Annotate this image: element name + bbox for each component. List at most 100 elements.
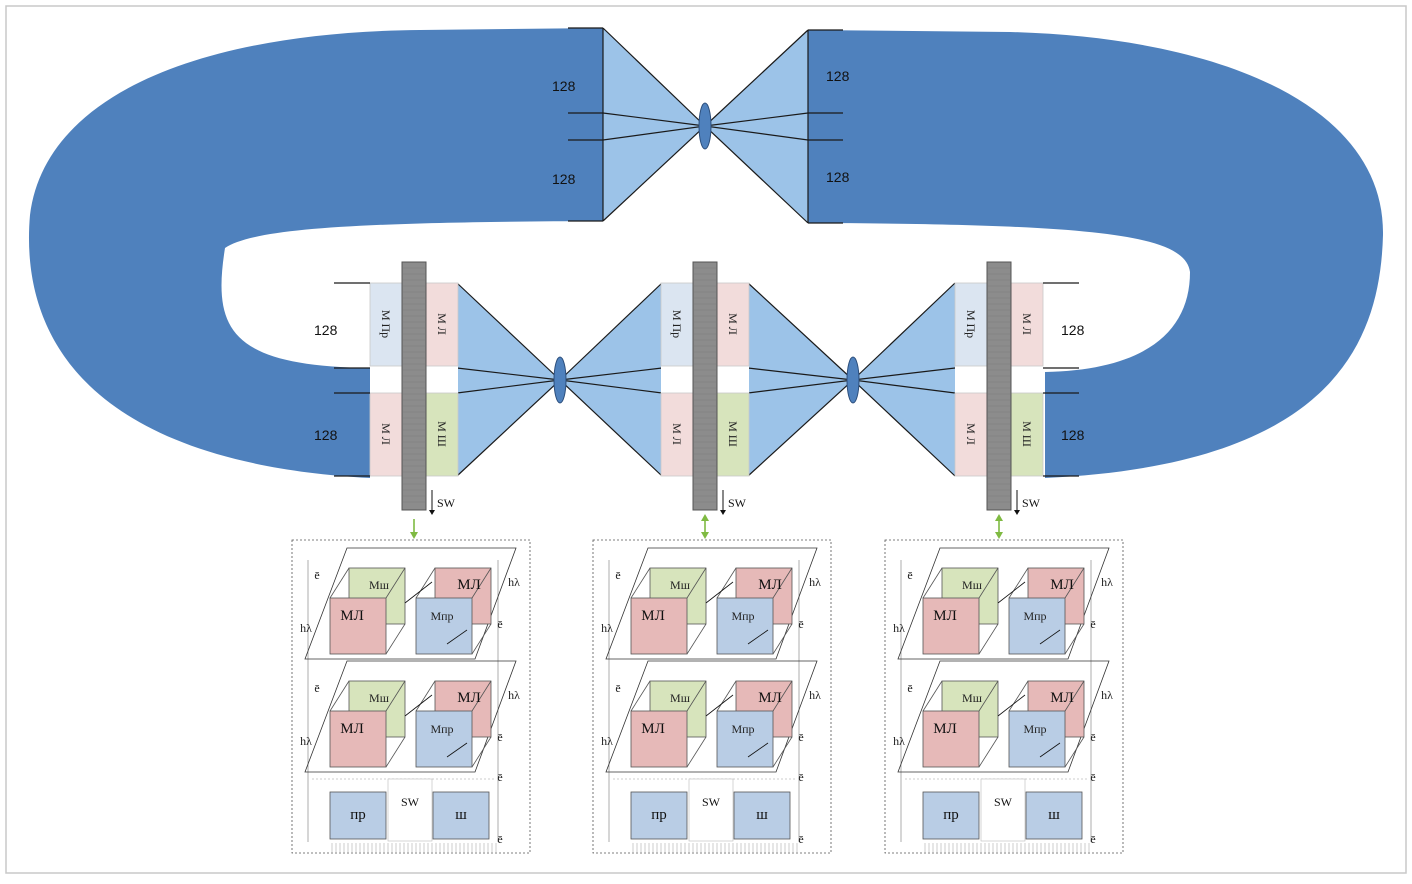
coupler-1-lens xyxy=(553,356,567,404)
box-pr-label: пр xyxy=(350,807,366,823)
e-left-label: ē xyxy=(314,681,319,695)
cube-front-right-label: Мпр xyxy=(731,609,754,623)
module-sh xyxy=(425,392,459,477)
cube-edge xyxy=(922,680,943,712)
sw-label: SW xyxy=(1022,496,1041,510)
cube-front-left xyxy=(630,597,688,655)
cube-arrow xyxy=(747,629,769,645)
link-arrow-head-down xyxy=(410,532,418,539)
box-sw xyxy=(688,778,734,842)
h-right-label: hλ xyxy=(809,688,821,702)
ring-left-arc xyxy=(28,28,604,478)
cube-back-left-label: Мш xyxy=(962,691,983,705)
coupler-2-cone-left xyxy=(748,283,853,476)
cube-back-right-label: МЛ xyxy=(758,577,782,593)
h-left-label: hλ xyxy=(601,734,613,748)
switch-bar xyxy=(401,261,427,511)
cube-arrow xyxy=(404,581,433,604)
cube-front-left xyxy=(922,597,980,655)
cube-edge xyxy=(1008,567,1029,599)
module-l-upper xyxy=(1010,282,1044,367)
h-left-label: hλ xyxy=(300,734,312,748)
side-label-upper: 128 xyxy=(1061,322,1085,338)
module-l-lower-label: М Л xyxy=(964,423,978,445)
cube-arrow xyxy=(446,629,468,645)
cube-front-left-label: МЛ xyxy=(340,721,364,737)
sw-label: SW xyxy=(728,496,747,510)
cube-front-right xyxy=(1008,710,1066,768)
module-l-lower xyxy=(660,392,694,477)
layer-plane xyxy=(304,660,517,773)
module-l-lower-label: М Л xyxy=(379,423,393,445)
box-sh xyxy=(1025,791,1083,840)
e-right-label: ē xyxy=(497,730,502,744)
coupler-2-cone-right xyxy=(853,283,955,476)
switch-bar xyxy=(692,261,718,511)
side-label-lower: 128 xyxy=(1061,427,1085,443)
cube-front-right-label: Мпр xyxy=(430,722,453,736)
module-l-upper-label: М Л xyxy=(435,313,449,335)
link-arrow-head-up xyxy=(995,514,1003,521)
sw-arrow-head xyxy=(1014,510,1020,515)
cube-arrow xyxy=(997,694,1026,717)
link-arrow-head-up xyxy=(701,514,709,521)
fiber-ring xyxy=(28,28,1384,478)
box-sw-label: SW xyxy=(401,795,420,809)
e-left-label: ē xyxy=(907,681,912,695)
cube-back-left-label: Мш xyxy=(369,578,390,592)
cube-back-left-label: Мш xyxy=(369,691,390,705)
cube-edge xyxy=(471,736,492,768)
cube-edge xyxy=(471,680,492,712)
module-sh-label: М Ш xyxy=(726,421,740,447)
cube-back-right-label: МЛ xyxy=(457,577,481,593)
cube-front-left-label: МЛ xyxy=(933,608,957,624)
cube-front-right-label: Мпр xyxy=(1023,609,1046,623)
link-arrow-head-down xyxy=(995,532,1003,539)
top-coupler: 128 128 128 128 xyxy=(552,27,850,224)
cube-edge xyxy=(922,567,943,599)
h-left-label: hλ xyxy=(300,621,312,635)
module-pr-label: М Пр xyxy=(964,310,978,338)
module-pr xyxy=(660,282,694,367)
cube-front-right xyxy=(716,597,774,655)
module-sh-label: М Ш xyxy=(1020,421,1034,447)
cube-front-right-label: Мпр xyxy=(430,609,453,623)
top-cone-left xyxy=(603,28,705,221)
layer-plane xyxy=(304,547,517,660)
cube-front-left xyxy=(329,597,387,655)
module-l-upper xyxy=(425,282,459,367)
e-mark-lower: ē xyxy=(497,832,502,846)
cube-arrow xyxy=(705,694,734,717)
sw-arrow-head xyxy=(720,510,726,515)
cube-edge xyxy=(471,623,492,655)
coupler-1-cone-right xyxy=(560,283,662,476)
e-left-label: ē xyxy=(615,568,620,582)
cube-edge xyxy=(978,680,999,712)
cube-arrow xyxy=(1039,742,1061,758)
cube-edge xyxy=(686,567,707,599)
cube-arrow xyxy=(1039,629,1061,645)
h-right-label: hλ xyxy=(809,575,821,589)
box-pr-label: пр xyxy=(651,807,667,823)
module-pr-label: М Пр xyxy=(670,310,684,338)
cube-edge xyxy=(716,680,737,712)
box-sw xyxy=(980,778,1026,842)
cube-back-left-label: Мш xyxy=(670,691,691,705)
cube-edge xyxy=(686,680,707,712)
module-pr-label: М Пр xyxy=(379,310,393,338)
cube-front-left-label: МЛ xyxy=(641,608,665,624)
cube-front-right xyxy=(1008,597,1066,655)
cube-edge xyxy=(385,623,406,655)
box-sh xyxy=(733,791,791,840)
layer-plane xyxy=(605,660,818,773)
cube-edge xyxy=(329,567,350,599)
cube-arrow xyxy=(446,742,468,758)
h-right-label: hλ xyxy=(508,688,520,702)
